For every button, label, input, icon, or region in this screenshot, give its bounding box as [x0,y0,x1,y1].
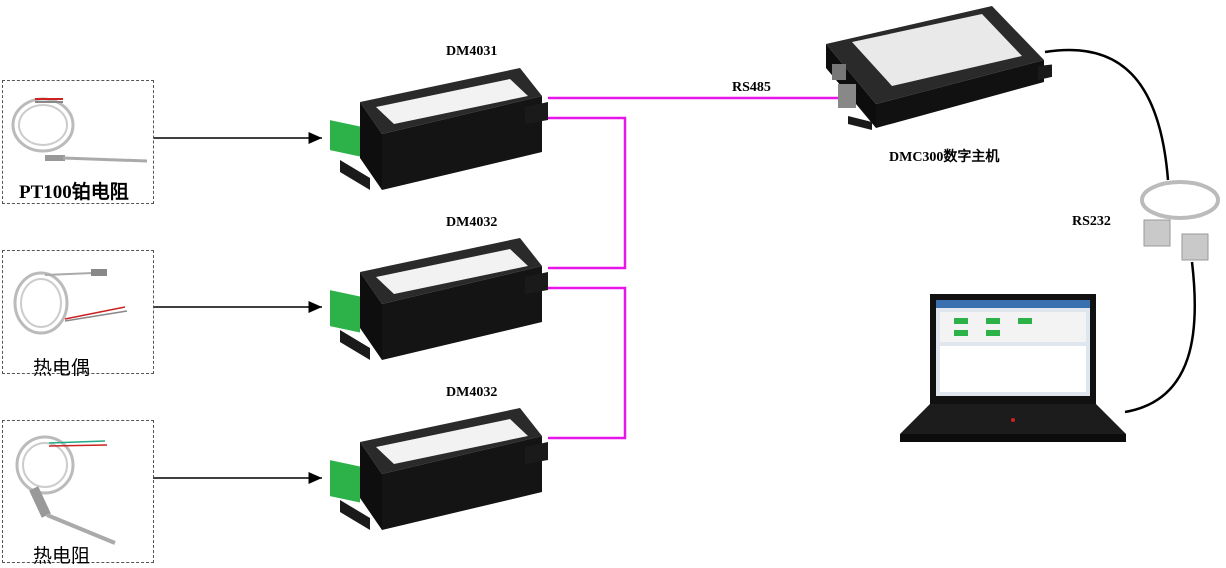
dmc300-host [826,6,1052,130]
pt100-probe-image [11,97,148,163]
module-dm4031 [330,68,548,190]
module-1-label: DM4031 [446,44,498,59]
sensor-rtd-box: 热电阻 [2,420,154,567]
rs485-label: RS485 [732,80,771,95]
rtd-probe-image [15,435,116,545]
module-2-label: DM4032 [446,215,498,230]
rs232-cable [1044,48,1170,181]
rs232-connector-image [1140,180,1220,261]
rs485-bus [548,96,838,440]
module-dm4032-a [330,238,548,360]
rs232-cable-lower [1124,261,1197,414]
sensor-pt100-label: PT100铂电阻 [19,182,129,203]
laptop-image [900,294,1126,442]
sensor-thermocouple-box: 热电偶 [2,250,154,379]
thermocouple-image [13,269,128,335]
module-dm4032-b [330,408,548,530]
host-label: DMC300数字主机 [889,150,1000,165]
rs232-label: RS232 [1072,214,1111,229]
sensor-thermocouple-label: 热电偶 [33,358,91,379]
sensor-rtd-label: 热电阻 [33,546,91,567]
sensor-pt100-box: PT100铂电阻 [2,80,154,204]
module-3-label: DM4032 [446,385,498,400]
